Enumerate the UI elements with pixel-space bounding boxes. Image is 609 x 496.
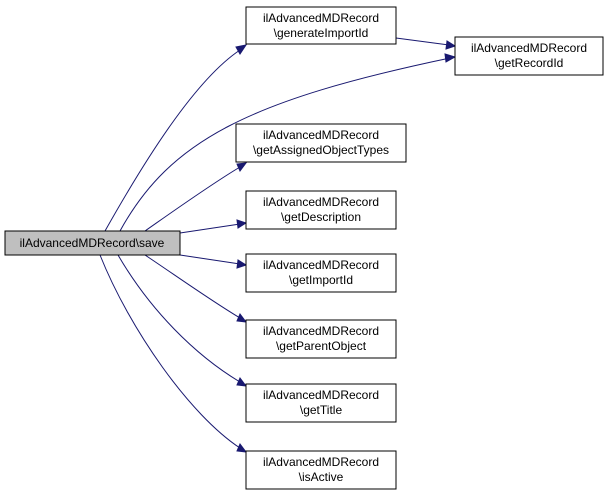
node-root-box (4, 230, 181, 256)
node-get-record-id[interactable]: ilAdvancedMDRecord \getRecordId (454, 36, 604, 76)
node-root[interactable]: ilAdvancedMDRecord\save (4, 230, 181, 256)
node-get-assigned-object-types-line1: ilAdvancedMDRecord (263, 128, 379, 142)
node-get-parent-object-line2: \getParentObject (276, 339, 367, 353)
arrowhead-get-parent-object (236, 313, 248, 323)
node-get-parent-object-line1: ilAdvancedMDRecord (263, 324, 379, 338)
edge-save-to-get-description (179, 223, 241, 234)
arrowhead-generate-import-id (235, 44, 248, 55)
node-generate-import-id[interactable]: ilAdvancedMDRecord \generateImportId (245, 6, 397, 45)
node-get-import-id-box (245, 253, 397, 293)
arrowhead-get-import-id (236, 259, 248, 269)
node-get-parent-object[interactable]: ilAdvancedMDRecord \getParentObject (245, 319, 397, 359)
node-generate-import-id-box (245, 6, 397, 45)
arrowhead-get-title (236, 377, 248, 387)
node-get-description-line2: \getDescription (281, 210, 361, 224)
edge-save-to-get-parent-object (144, 254, 241, 319)
edge-save-to-get-record-id (119, 57, 451, 232)
node-get-import-id-line2: \getImportId (289, 273, 353, 287)
node-is-active-line1: ilAdvancedMDRecord (263, 455, 379, 469)
node-get-import-id-line1: ilAdvancedMDRecord (263, 258, 379, 272)
node-is-active-box (245, 450, 397, 490)
node-get-description-box (245, 190, 397, 230)
edge-save-to-is-active (99, 254, 241, 449)
arrowhead-get-assigned-object-types (236, 162, 248, 172)
node-get-title[interactable]: ilAdvancedMDRecord \getTitle (245, 383, 397, 423)
node-get-import-id[interactable]: ilAdvancedMDRecord \getImportId (245, 253, 397, 293)
edge-save-to-get-title (117, 254, 241, 383)
node-get-parent-object-box (245, 319, 397, 359)
node-get-assigned-object-types[interactable]: ilAdvancedMDRecord \getAssignedObjectTyp… (235, 123, 407, 163)
arrowhead-get-description (236, 219, 248, 229)
arrowhead-get-record-id-b (445, 40, 457, 50)
node-get-title-box (245, 383, 397, 423)
node-get-title-line2: \getTitle (300, 403, 343, 417)
edge-save-to-get-import-id (179, 254, 241, 265)
edge-save-to-generate-import-id (104, 49, 241, 232)
node-root-label: ilAdvancedMDRecord\save (20, 236, 165, 250)
arrowhead-is-active (236, 443, 248, 453)
node-get-assigned-object-types-line2: \getAssignedObjectTypes (253, 143, 389, 157)
node-get-record-id-line2: \getRecordId (495, 56, 564, 70)
node-get-title-line1: ilAdvancedMDRecord (263, 388, 379, 402)
edge-generate-import-id-to-get-record-id (395, 37, 450, 46)
node-generate-import-id-line2: \generateImportId (274, 26, 369, 40)
node-generate-import-id-line1: ilAdvancedMDRecord (263, 11, 379, 25)
node-get-description-line1: ilAdvancedMDRecord (263, 195, 379, 209)
edge-save-to-get-assigned-object-types (144, 166, 241, 232)
node-get-record-id-box (454, 36, 604, 76)
node-is-active-line2: \isActive (299, 470, 344, 484)
arrowhead-get-record-id-a (444, 53, 457, 63)
node-get-assigned-object-types-box (235, 123, 407, 163)
node-get-description[interactable]: ilAdvancedMDRecord \getDescription (245, 190, 397, 230)
node-is-active[interactable]: ilAdvancedMDRecord \isActive (245, 450, 397, 490)
node-get-record-id-line1: ilAdvancedMDRecord (471, 41, 587, 55)
